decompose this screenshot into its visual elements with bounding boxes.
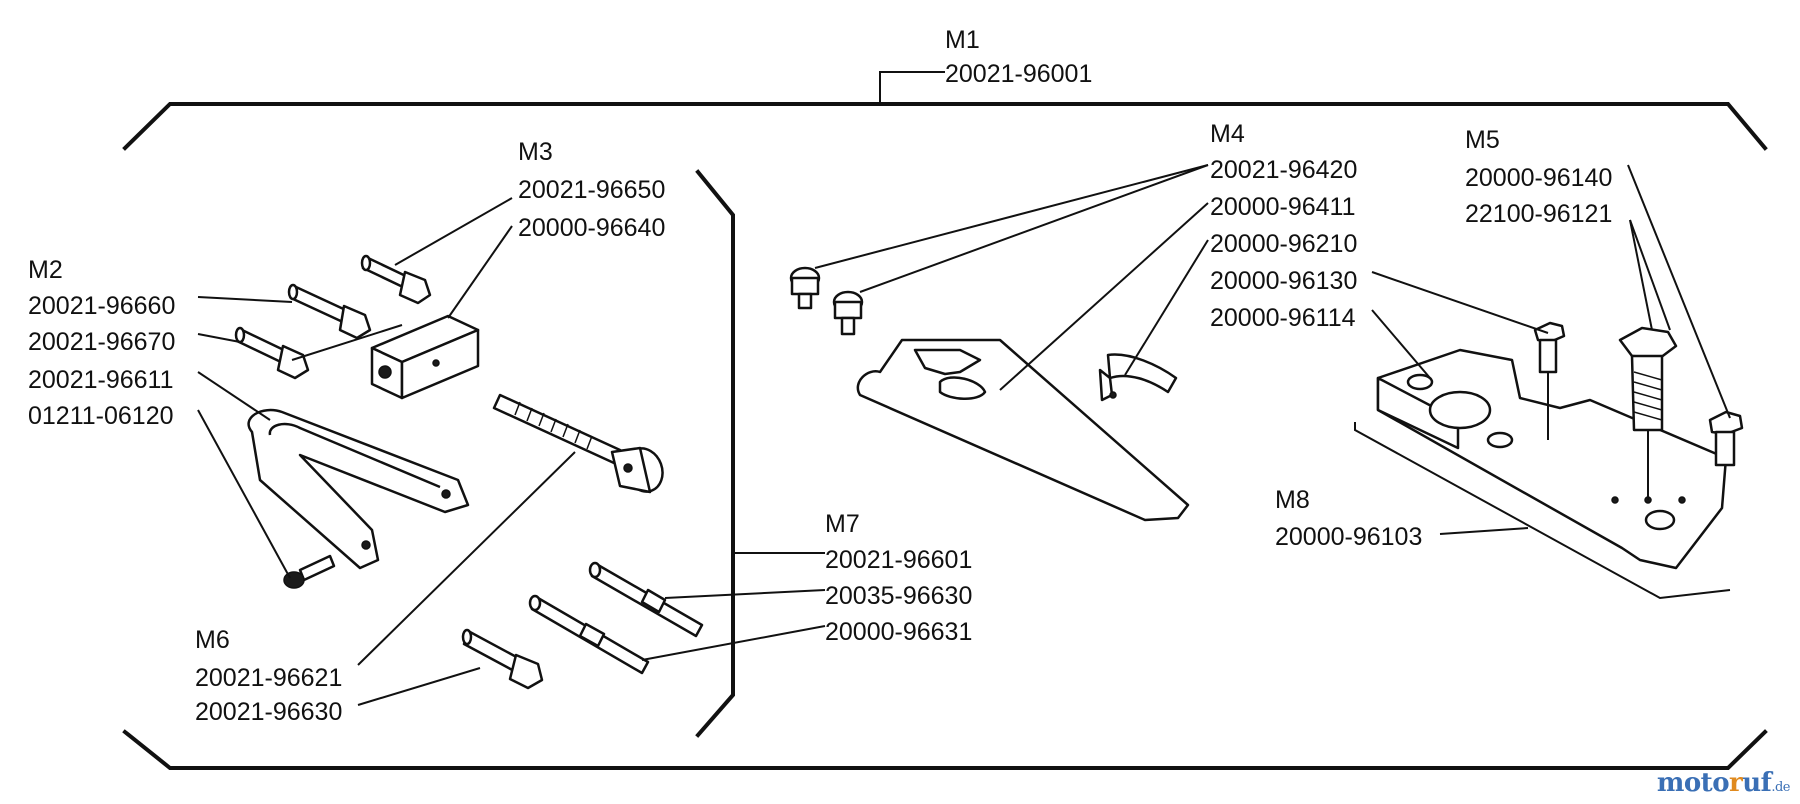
part-number: 20021-96601 (825, 546, 972, 574)
pin-part (789, 266, 821, 310)
bolt-part (360, 254, 432, 305)
group-label-m4: M4 (1210, 120, 1245, 148)
part-number: 20000-96130 (1210, 267, 1357, 295)
leader-line (357, 667, 481, 706)
flat-lever (856, 338, 1190, 522)
hex-bolt-small (1533, 321, 1566, 440)
leader-line (197, 296, 293, 303)
threaded-rod (492, 393, 664, 494)
watermark-logo: motoruf.de (1656, 768, 1791, 798)
outer-bracket (122, 102, 1768, 151)
leader-line (291, 324, 403, 361)
leader-line (197, 371, 271, 421)
leader-line (664, 589, 826, 599)
base-plate (1376, 348, 1728, 570)
part-number: 20021-96621 (195, 664, 342, 692)
leader-line (859, 164, 1209, 293)
part-number: 20000-96103 (1275, 523, 1422, 551)
leader-line (814, 164, 1209, 269)
part-number: 20000-96640 (518, 214, 665, 242)
part-number: 20035-96630 (825, 582, 972, 610)
watermark-text: r (1729, 768, 1743, 798)
group-label-m5: M5 (1465, 126, 1500, 154)
base-plate-edge (1354, 422, 1731, 600)
part-number: 01211-06120 (28, 402, 174, 430)
pin-part (588, 561, 704, 638)
group-label-m7: M7 (825, 510, 860, 538)
hex-bolt-large (1618, 326, 1678, 500)
leader-line (1629, 219, 1653, 331)
group-label-m8: M8 (1275, 486, 1310, 514)
m1-leader (879, 71, 945, 104)
part-number: 20021-96660 (28, 292, 175, 320)
square-block (370, 314, 480, 400)
leader-line (447, 225, 513, 319)
group-label-m2: M2 (28, 256, 63, 284)
part-number: 22100-96121 (1465, 200, 1612, 228)
watermark-domain: .de (1771, 780, 1790, 795)
leader-line (1124, 239, 1209, 376)
group-label-m1: M1 (945, 26, 980, 54)
leader-line (1371, 309, 1431, 379)
leader-line (357, 451, 576, 666)
watermark-text: moto (1656, 768, 1730, 798)
small-screw (283, 554, 336, 589)
group-label-m6: M6 (195, 626, 230, 654)
part-number: 20000-96411 (1210, 193, 1356, 221)
inner-bracket (695, 169, 735, 738)
part-number: 20000-96210 (1210, 230, 1357, 258)
leader-line (1371, 271, 1549, 334)
bolt-part (287, 283, 372, 340)
pin-part (832, 290, 864, 336)
part-number: 20021-96001 (945, 60, 1092, 88)
watermark-text: uf (1742, 768, 1772, 798)
leader-line (641, 625, 826, 661)
part-number: 20000-96114 (1210, 304, 1356, 332)
leader-line (197, 409, 291, 579)
leader-line (394, 197, 513, 266)
curved-clip (1098, 353, 1178, 402)
part-number: 20021-96650 (518, 176, 665, 204)
bolt-part (234, 326, 310, 380)
leader-line (1627, 164, 1731, 419)
leader-line (999, 202, 1209, 391)
pin-part (528, 594, 650, 675)
part-number: 20000-96631 (825, 618, 972, 646)
part-number: 20021-96611 (28, 366, 174, 394)
part-number: 20021-96420 (1210, 156, 1357, 184)
leader-line (1629, 219, 1671, 331)
leader-line (197, 333, 241, 343)
group-label-m3: M3 (518, 138, 553, 166)
part-number: 20021-96670 (28, 328, 175, 356)
u-clamp (247, 408, 470, 570)
hex-bolt-small (1708, 410, 1744, 467)
part-number: 20000-96140 (1465, 164, 1612, 192)
outer-bracket-bottom (122, 729, 1768, 770)
bolt-part (461, 628, 544, 690)
part-number: 20021-96630 (195, 698, 342, 726)
leader-line (1439, 527, 1529, 535)
